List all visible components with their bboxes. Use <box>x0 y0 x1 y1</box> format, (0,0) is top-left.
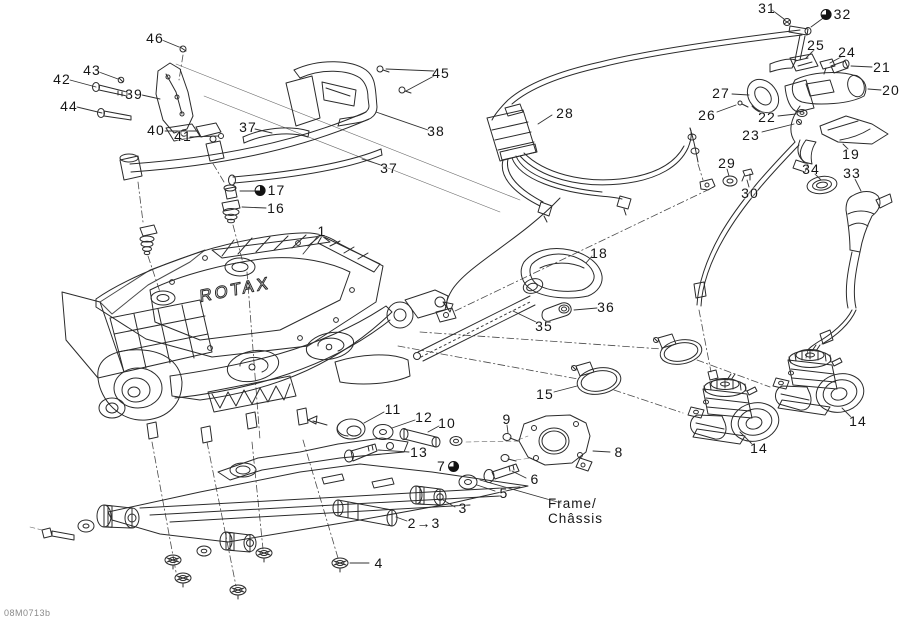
callout-37a: 37 <box>239 119 257 135</box>
lubricant-icon <box>820 8 832 20</box>
callout-36: 36 <box>597 299 615 315</box>
wiring-harness-group <box>486 29 803 223</box>
callout-42: 42 <box>53 71 71 87</box>
carburetor-right <box>772 344 869 418</box>
engine-group: ROTAX <box>61 197 561 444</box>
callout-23: 23 <box>742 127 760 143</box>
throttle-lever-group <box>792 115 889 173</box>
frame-chassis-label: Frame/ Châssis <box>548 496 604 527</box>
callout-22: 22 <box>758 109 776 125</box>
callout-41: 41 <box>174 128 192 144</box>
engine-cradle-group <box>41 437 529 600</box>
callout-15: 15 <box>536 386 554 402</box>
callout-25: 25 <box>807 37 825 53</box>
callout-31: 31 <box>758 0 776 16</box>
callout-13: 13 <box>410 444 428 460</box>
callout-16: 16 <box>267 200 285 216</box>
engine-embossed-text: ROTAX <box>199 273 271 306</box>
callout-6: 6 <box>530 471 540 487</box>
throttle-housing-group <box>737 18 867 143</box>
callout-29: 29 <box>718 155 736 171</box>
callout-28: 28 <box>556 105 574 121</box>
callout-43: 43 <box>83 62 101 78</box>
callout-38: 38 <box>427 123 445 139</box>
carb-cables-group <box>693 141 857 381</box>
handle-and-tubes-group <box>119 61 412 186</box>
callout-10: 10 <box>438 415 456 431</box>
callout-40: 40 <box>147 122 165 138</box>
carburetor-left <box>687 373 784 447</box>
callout-11: 11 <box>384 401 402 417</box>
damper-hardware-group <box>307 415 441 463</box>
callout-5: 5 <box>499 485 509 501</box>
callout-35: 35 <box>535 318 553 334</box>
flange-nuts <box>164 547 349 600</box>
callout-9: 9 <box>502 411 512 427</box>
callout-2-to-3: 2→3 <box>407 515 441 531</box>
leader-lines <box>69 9 882 564</box>
callout-7: 7 <box>437 458 459 474</box>
frame-label-line1: Frame/ <box>548 496 597 511</box>
callout-1: 1 <box>317 223 327 239</box>
frame-label-line2: Châssis <box>548 510 604 526</box>
callout-24: 24 <box>838 44 856 60</box>
callout-21: 21 <box>873 59 891 75</box>
steering-bracket-group <box>92 45 224 142</box>
callout-14b: 14 <box>750 440 768 456</box>
callout-32: 32 <box>820 6 852 22</box>
callout-46: 46 <box>146 30 164 46</box>
lubricant-icon <box>254 184 266 196</box>
document-code: 08M0713b <box>4 608 51 618</box>
callout-45: 45 <box>432 65 450 81</box>
callout-3: 3 <box>458 500 468 516</box>
spark-plug-group <box>139 184 241 256</box>
callout-37b: 37 <box>380 160 398 176</box>
inlet-scoop-group <box>413 248 603 362</box>
callout-39: 39 <box>125 86 143 102</box>
callout-26: 26 <box>698 107 716 123</box>
cable-fittings-group <box>722 168 893 309</box>
callout-14a: 14 <box>849 413 867 429</box>
callout-8: 8 <box>614 444 624 460</box>
callout-34: 34 <box>802 161 820 177</box>
callout-4: 4 <box>374 555 384 571</box>
callout-30: 30 <box>741 185 759 201</box>
callout-12: 12 <box>415 409 433 425</box>
lubricant-icon <box>447 460 459 472</box>
callout-19: 19 <box>842 146 860 162</box>
callout-27: 27 <box>712 85 730 101</box>
callout-44: 44 <box>60 98 78 114</box>
callout-33: 33 <box>843 165 861 181</box>
callout-18: 18 <box>590 245 608 261</box>
callout-17: 17 <box>254 182 286 198</box>
callout-20: 20 <box>882 82 900 98</box>
clamps-group <box>571 333 703 395</box>
